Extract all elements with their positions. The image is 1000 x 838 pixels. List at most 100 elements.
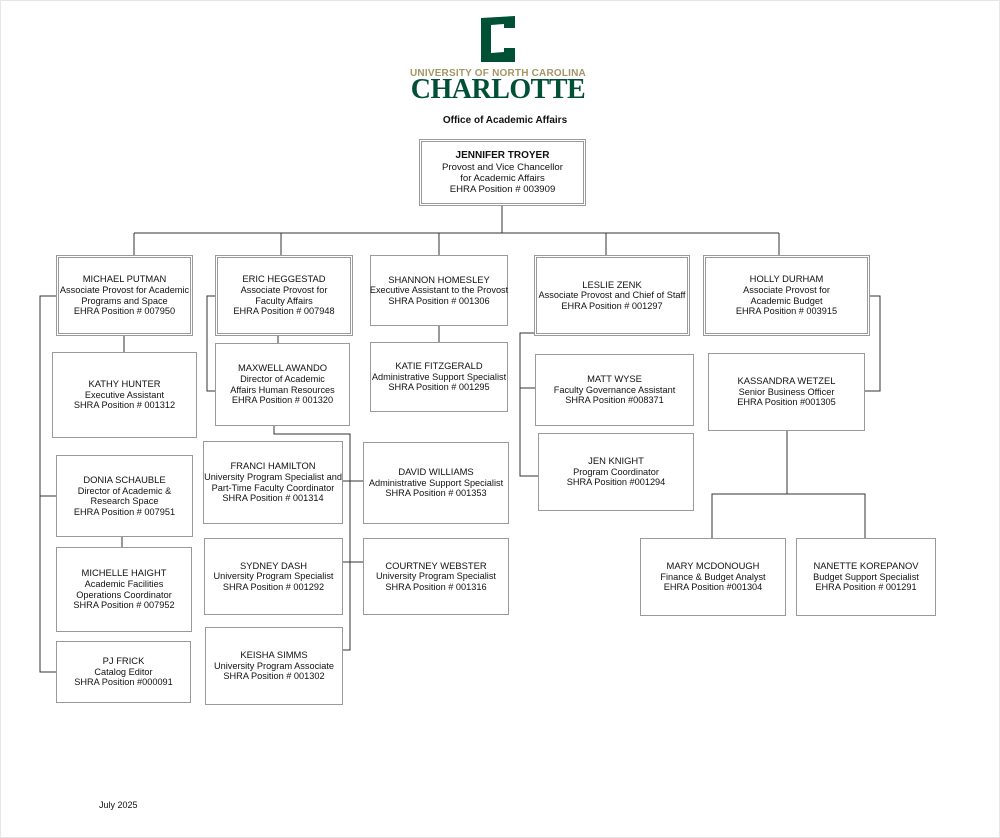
box-title: Research Space xyxy=(90,496,159,507)
box-name: KATIE FITZGERALD xyxy=(395,360,483,372)
box-title: Provost and Vice Chancellor xyxy=(442,161,563,173)
logo-university-line: UNIVERSITY OF NORTH CAROLINA xyxy=(410,68,586,79)
org-box-heggestad: ERIC HEGGESTAD Associate Provost for Fac… xyxy=(215,255,353,336)
box-title: University Program Associate xyxy=(214,660,334,671)
box-title: Program Coordinator xyxy=(573,466,659,477)
box-position: SHRA Position #000091 xyxy=(74,677,173,688)
box-name: SYDNEY DASH xyxy=(239,559,308,571)
box-name: LESLIE ZENK xyxy=(582,278,642,290)
box-name: MAXWELL AWANDO xyxy=(237,362,328,374)
org-box-durham: HOLLY DURHAM Associate Provost for Acade… xyxy=(703,255,870,336)
box-title: Academic Facilities xyxy=(84,579,164,590)
box-name: HOLLY DURHAM xyxy=(749,273,824,285)
org-box-korepanov: NANETTE KOREPANOV Budget Support Special… xyxy=(796,538,936,616)
org-box-schauble: DONIA SCHAUBLE Director of Academic & Re… xyxy=(56,455,193,537)
box-title: Associate Provost for xyxy=(240,285,328,296)
office-title: Office of Academic Affairs xyxy=(442,115,568,126)
box-position: EHRA Position # 007950 xyxy=(73,306,176,317)
box-name: JEN KNIGHT xyxy=(588,455,644,467)
box-position: SHRA Position # 001302 xyxy=(223,671,325,682)
box-title: Administrative Support Specialist xyxy=(371,371,507,382)
box-name: ERIC HEGGESTAD xyxy=(242,273,326,285)
box-title: Finance & Budget Analyst xyxy=(660,571,766,582)
org-box-putman: MICHAEL PUTMAN Associate Provost for Aca… xyxy=(56,255,193,336)
box-name: PJ FRICK xyxy=(102,655,145,667)
box-title: Faculty Affairs xyxy=(255,295,313,306)
box-name: DAVID WILLIAMS xyxy=(398,466,474,478)
box-position: EHRA Position # 003909 xyxy=(449,183,556,195)
box-position: EHRA Position # 001291 xyxy=(815,582,917,593)
box-name: MARY MCDONOUGH xyxy=(666,560,760,572)
org-box-hunter: KATHY HUNTER Executive Assistant SHRA Po… xyxy=(52,352,197,438)
box-position: SHRA Position # 001295 xyxy=(388,382,490,393)
box-title: University Program Specialist xyxy=(376,571,496,582)
logo-wordmark: CHARLOTTE xyxy=(410,74,586,105)
box-name: SHANNON HOMESLEY xyxy=(388,273,490,285)
box-title: Academic Budget xyxy=(750,295,823,306)
org-box-haight: MICHELLE HAIGHT Academic Facilities Oper… xyxy=(56,547,192,632)
box-name: MATT WYSE xyxy=(587,373,642,385)
c-crown-monogram-icon xyxy=(481,16,515,62)
org-box-mcdonough: MARY MCDONOUGH Finance & Budget Analyst … xyxy=(640,538,786,616)
org-box-zenk: LESLIE ZENK Associate Provost and Chief … xyxy=(534,255,690,336)
box-name: FRANCI HAMILTON xyxy=(230,460,316,472)
box-title: Executive Assistant to the Provost xyxy=(369,285,509,296)
box-name: KEISHA SIMMS xyxy=(240,649,308,661)
box-title: Associate Provost for Academic xyxy=(59,285,190,296)
box-title: Budget Support Specialist xyxy=(813,571,919,582)
box-position: EHRA Position # 003915 xyxy=(735,306,838,317)
connector-zenk-left xyxy=(519,332,538,477)
box-title: Operations Coordinator xyxy=(76,589,172,600)
org-box-wetzel: KASSANDRA WETZEL Senior Business Officer… xyxy=(708,353,865,431)
org-box-webster: COURTNEY WEBSTER University Program Spec… xyxy=(363,538,509,615)
box-name: DONIA SCHAUBLE xyxy=(83,473,166,485)
box-position: SHRA Position #001294 xyxy=(566,477,666,488)
box-position: SHRA Position # 001316 xyxy=(385,581,487,592)
box-title: Faculty Governance Assistant xyxy=(553,384,676,395)
org-box-dash: SYDNEY DASH University Program Specialis… xyxy=(204,538,343,615)
box-position: SHRA Position # 001312 xyxy=(73,400,176,411)
box-title: University Program Specialist xyxy=(213,571,334,582)
box-position: EHRA Position #001305 xyxy=(737,397,836,408)
org-box-knight: JEN KNIGHT Program Coordinator SHRA Posi… xyxy=(538,433,694,511)
box-title: University Program Specialist and xyxy=(204,472,342,483)
box-title: Programs and Space xyxy=(81,295,168,306)
chart-date: July 2025 xyxy=(99,800,138,810)
org-box-homesley: SHANNON HOMESLEY Executive Assistant to … xyxy=(370,255,508,326)
connector-wetzel-down xyxy=(711,431,788,538)
box-position: SHRA Position # 001314 xyxy=(222,493,324,504)
box-title: Executive Assistant xyxy=(84,389,165,400)
box-name: KATHY HUNTER xyxy=(88,378,161,390)
connector-awando-down xyxy=(273,426,351,651)
box-title: Administrative Support Specialist xyxy=(368,477,504,488)
box-name: MICHELLE HAIGHT xyxy=(81,567,167,579)
org-box-fitzgerald: KATIE FITZGERALD Administrative Support … xyxy=(370,342,508,412)
box-name: COURTNEY WEBSTER xyxy=(385,559,487,571)
box-title: Senior Business Officer xyxy=(738,386,835,397)
org-box-wyse: MATT WYSE Faculty Governance Assistant S… xyxy=(535,354,694,426)
box-title: Associate Provost and Chief of Staff xyxy=(538,290,686,301)
box-name: MICHAEL PUTMAN xyxy=(82,273,167,285)
box-position: EHRA Position # 007948 xyxy=(233,306,335,317)
connector-putman-left-bus xyxy=(39,295,56,673)
box-position: SHRA Position # 001306 xyxy=(388,295,490,306)
box-name: NANETTE KOREPANOV xyxy=(813,560,919,572)
box-position: EHRA Position # 001320 xyxy=(231,395,334,406)
org-box-frick: PJ FRICK Catalog Editor SHRA Position #0… xyxy=(56,641,191,703)
box-position: SHRA Position # 001292 xyxy=(222,581,325,592)
box-position: EHRA Position #001304 xyxy=(663,582,763,593)
org-box-hamilton: FRANCI HAMILTON University Program Speci… xyxy=(203,441,343,524)
box-title: Associate Provost for xyxy=(743,285,830,296)
box-name: JENNIFER TROYER xyxy=(455,150,550,162)
box-title: Catalog Editor xyxy=(94,666,153,677)
box-position: EHRA Position # 001297 xyxy=(561,300,663,311)
box-title: for Academic Affairs xyxy=(460,172,545,184)
box-title: Director of Academic xyxy=(240,374,325,385)
box-title: Affairs Human Resources xyxy=(230,384,335,395)
box-position: SHRA Position # 001353 xyxy=(385,488,487,499)
box-position: SHRA Position # 007952 xyxy=(73,600,175,611)
box-title: Part-Time Faculty Coordinator xyxy=(211,482,335,493)
connector-to-korepanov xyxy=(787,493,866,538)
